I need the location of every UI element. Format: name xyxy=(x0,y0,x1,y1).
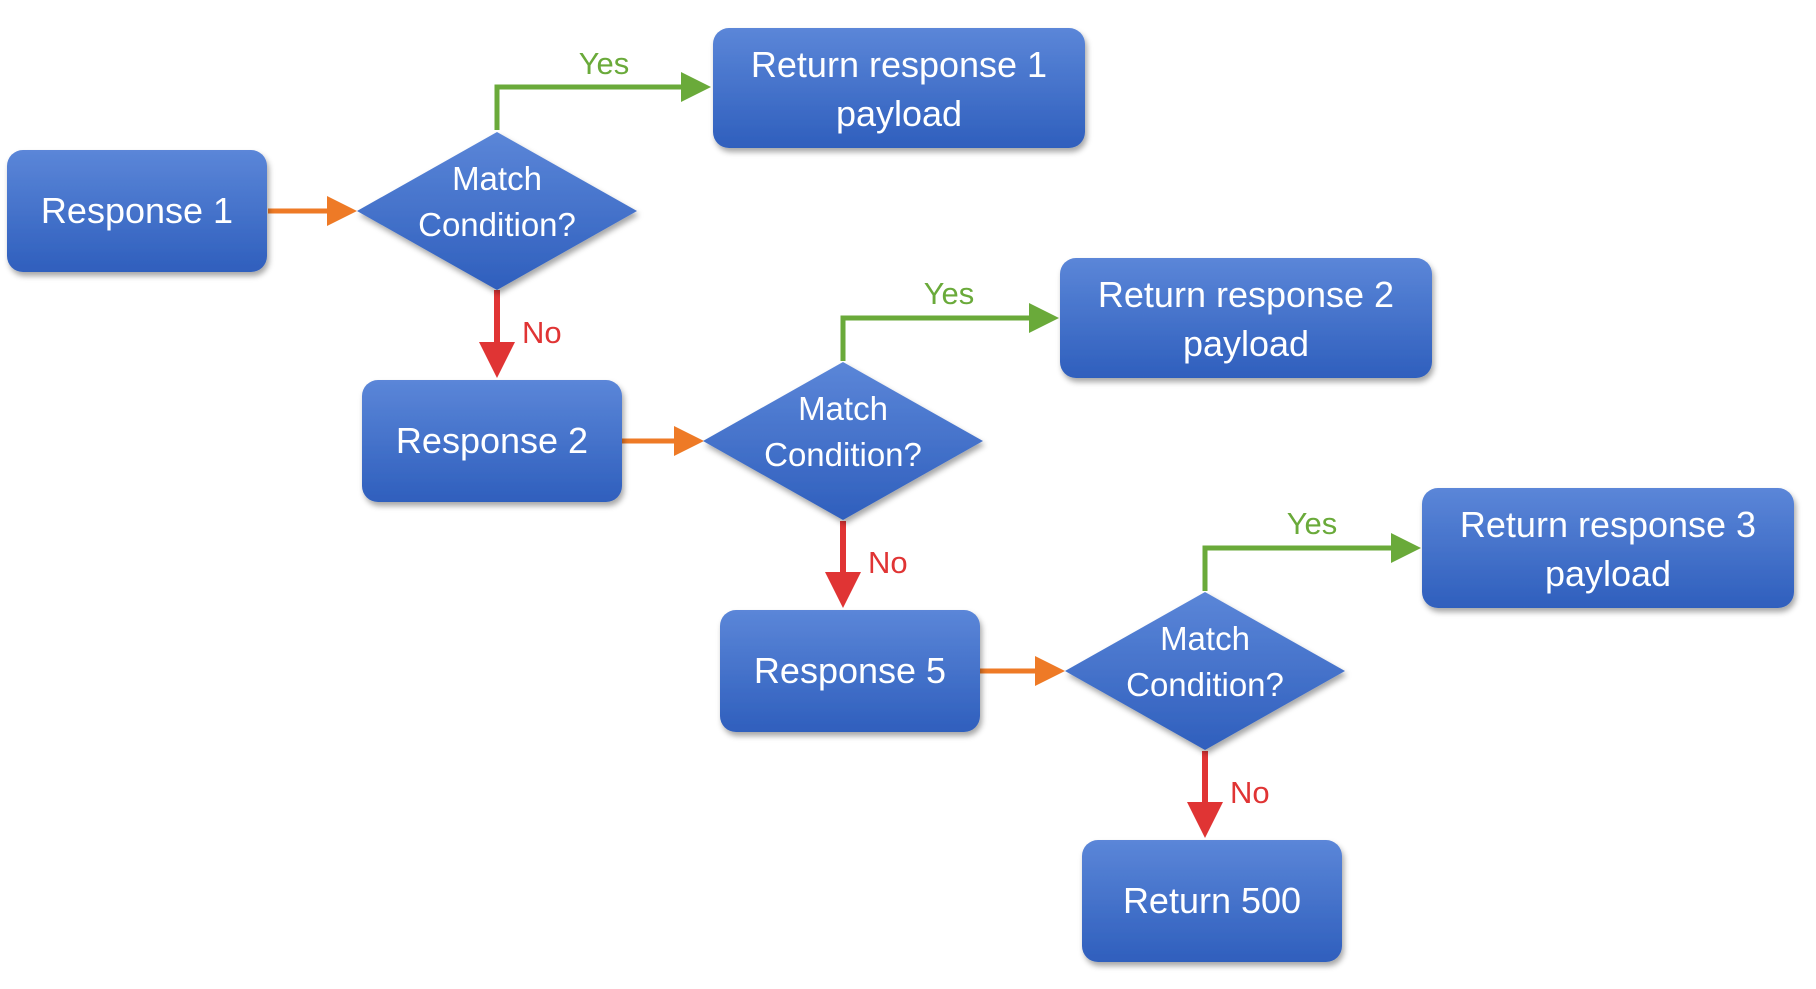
decision-3: Match Condition? xyxy=(1065,592,1345,750)
yes-target-1-line2: payload xyxy=(836,93,962,134)
yes-target-box-2: Return response 2 payload xyxy=(1060,258,1432,378)
decision-1-line2: Condition? xyxy=(418,206,576,243)
yes-target-2-line1: Return response 2 xyxy=(1098,274,1394,315)
yes-label-2: Yes xyxy=(924,276,975,311)
next-box-3: Return 500 xyxy=(1082,840,1342,962)
yes-target-1-line1: Return response 1 xyxy=(751,44,1047,85)
yes-target-2-line2: payload xyxy=(1183,323,1309,364)
next-box-1: Response 2 xyxy=(362,380,622,502)
decision-3-line2: Condition? xyxy=(1126,666,1284,703)
yes-label-3: Yes xyxy=(1287,506,1338,541)
yes-arrow-1 xyxy=(494,72,711,130)
next-box-2: Response 5 xyxy=(720,610,980,732)
start-box-label: Response 1 xyxy=(41,190,233,231)
decision-2-line2: Condition? xyxy=(764,436,922,473)
yes-target-3-line1: Return response 3 xyxy=(1460,504,1756,545)
decision-3-line1: Match xyxy=(1160,620,1250,657)
next-box-1-label: Response 2 xyxy=(396,420,588,461)
yes-arrow-3 xyxy=(1202,533,1421,591)
no-label-3: No xyxy=(1230,775,1270,810)
yes-target-box-3: Return response 3 payload xyxy=(1422,488,1794,608)
no-label-2: No xyxy=(868,545,908,580)
yes-target-3-line2: payload xyxy=(1545,553,1671,594)
next-box-3-label: Return 500 xyxy=(1123,880,1301,921)
yes-label-1: Yes xyxy=(579,46,630,81)
decision-2-line1: Match xyxy=(798,390,888,427)
decision-2: Match Condition? xyxy=(703,362,983,520)
yes-arrow-2 xyxy=(840,303,1059,361)
decision-1-line1: Match xyxy=(452,160,542,197)
yes-target-box-1: Return response 1 payload xyxy=(713,28,1085,148)
no-label-1: No xyxy=(522,315,562,350)
decision-1: Match Condition? xyxy=(357,132,637,290)
start-box: Response 1 xyxy=(7,150,267,272)
next-box-2-label: Response 5 xyxy=(754,650,946,691)
